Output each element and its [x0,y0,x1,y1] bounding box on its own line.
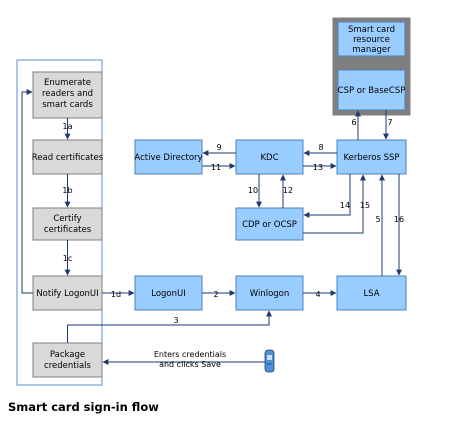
winlogon-box: Winlogon [235,275,304,311]
smart-card-icon [264,349,275,373]
csp-basecsp-label: CSP or BaseCSP [338,86,406,96]
label-9: 9 [216,143,221,152]
package-line-1: Package [50,350,85,360]
scrm-line-3: manager [352,45,391,55]
scrm-line-2: resource [353,35,390,45]
label-1a: 1a [63,122,73,131]
cdp-ocsp-box: CDP or OCSP [235,207,304,241]
diagram-caption: Smart card sign-in flow [8,400,159,414]
label-1c: 1c [63,254,73,263]
label-11: 11 [211,163,221,172]
label-5: 5 [375,215,380,224]
scrm-line-1: Smart card [348,25,395,35]
label-4: 4 [315,290,320,299]
enumerate-line-2: readers and [42,89,93,99]
kerberos-ssp-label: Kerberos SSP [343,153,399,163]
label-8: 8 [318,143,323,152]
label-16: 16 [394,215,404,224]
label-3: 3 [173,316,178,325]
enumerate-line-3: smart cards [42,100,93,110]
label-15: 15 [360,201,370,210]
lsa-box: LSA [336,275,407,311]
label-12: 12 [283,186,293,195]
kdc-label: KDC [260,153,278,163]
label-1d: 1d [111,290,121,299]
arrow-15 [303,174,366,234]
read-certificates-label: Read certificates [32,153,104,163]
user-action-line-1: Enters credentials [154,350,226,359]
logonui-box: LogonUI [134,275,203,311]
label-13: 13 [313,163,323,172]
arrow-3 [67,310,272,343]
winlogon-label: Winlogon [250,289,290,299]
arrow-14 [303,174,351,218]
kdc-box: KDC [235,139,304,175]
notify-logonui-box: Notify LogonUI [32,275,103,311]
enumerate-line-1: Enumerate [44,78,91,88]
label-6: 6 [351,118,356,127]
csp-basecsp-box: CSP or BaseCSP [337,69,406,111]
logonui-label: LogonUI [151,289,186,299]
certify-line-1: Certify [53,214,81,224]
label-7: 7 [387,118,392,127]
active-directory-label: Active Directory [134,153,202,163]
arrow-loop-back [21,89,33,294]
active-directory-box: Active Directory [134,139,203,175]
lsa-label: LSA [363,289,379,299]
label-14: 14 [340,201,350,210]
certify-line-2: certificates [44,225,92,235]
label-2: 2 [213,290,218,299]
label-1b: 1b [62,186,72,195]
kerberos-ssp-box: Kerberos SSP [336,139,407,175]
notify-logonui-label: Notify LogonUI [36,289,98,299]
cdp-ocsp-label: CDP or OCSP [242,220,297,230]
read-certificates-box: Read certificates [32,139,104,175]
package-line-2: credentials [44,361,91,371]
user-action-line-2: and clicks Save [159,360,221,369]
label-10: 10 [248,186,258,195]
